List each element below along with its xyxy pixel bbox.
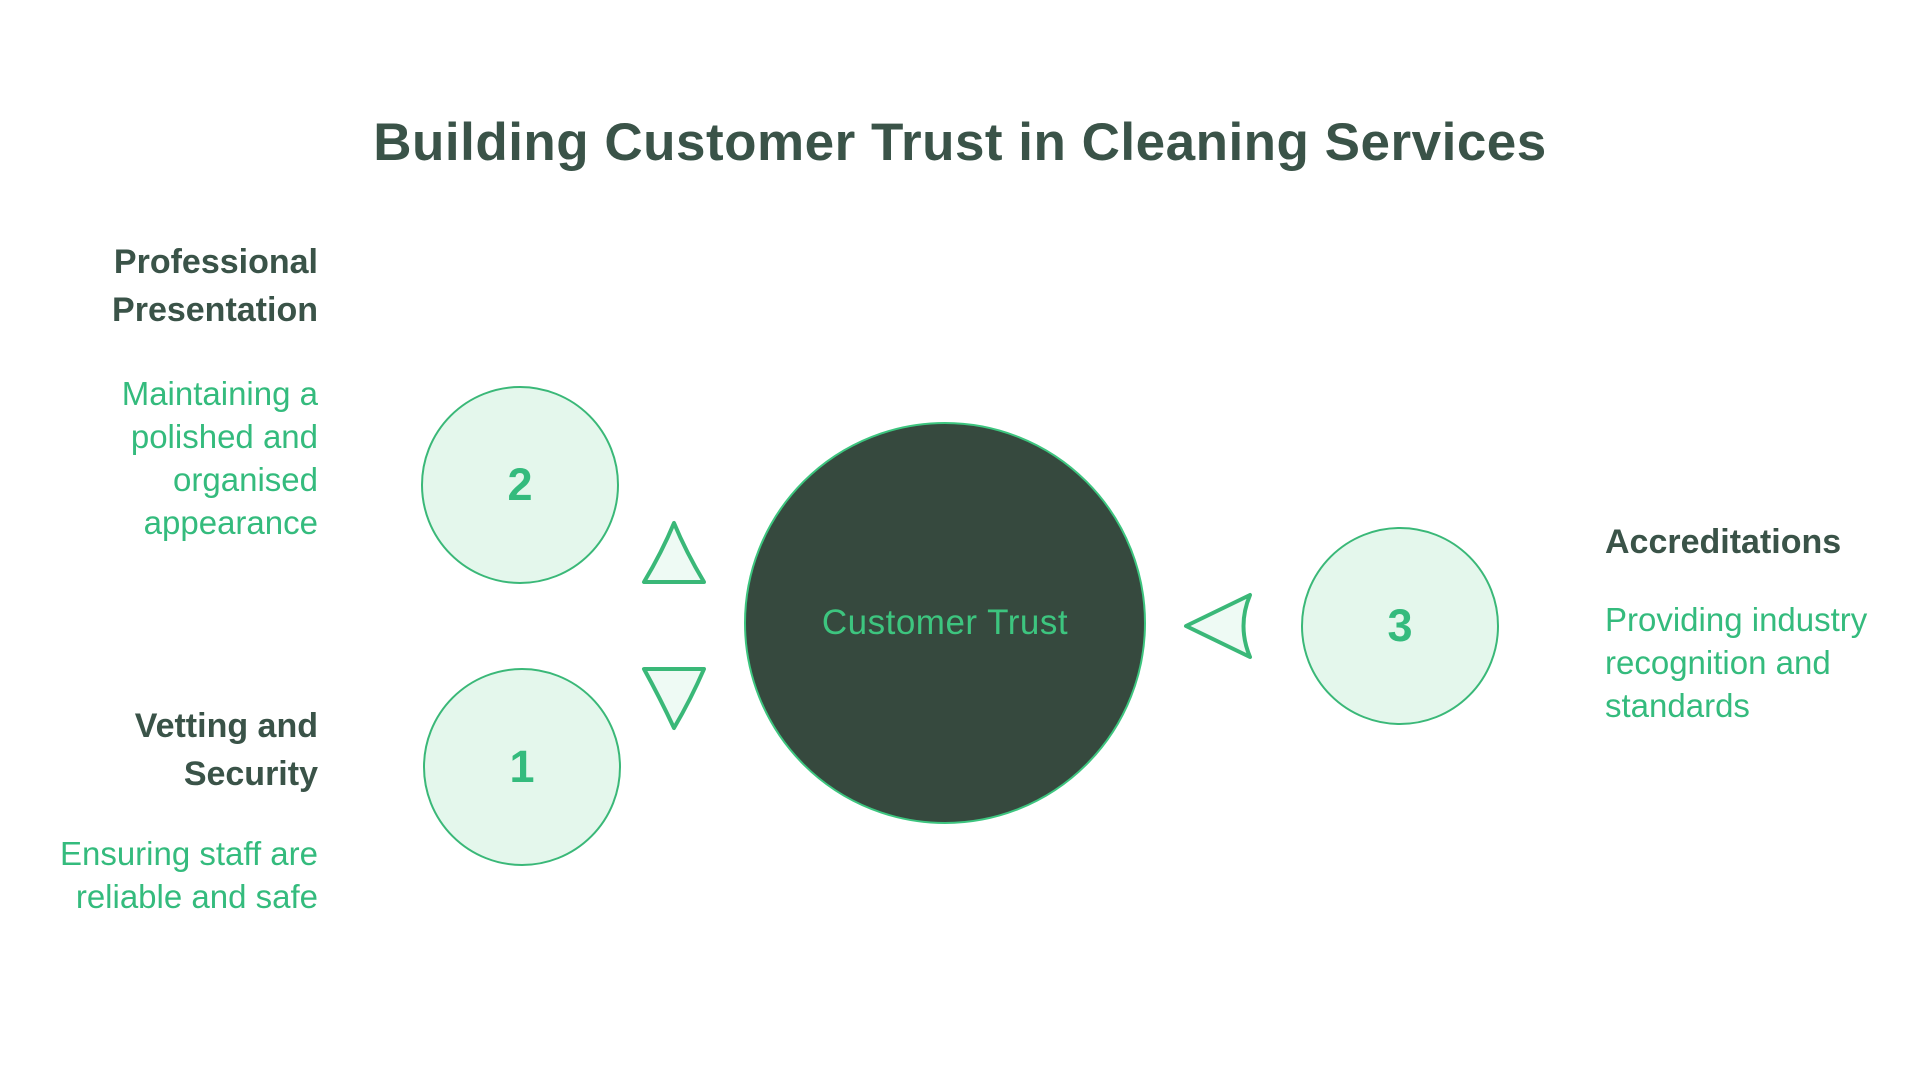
triangle-up-icon [639, 519, 709, 587]
item-1-heading: Vetting and Security [134, 707, 318, 793]
item-2-description: Maintaining a polished and organised app… [121, 375, 318, 541]
center-circle: Customer Trust [744, 422, 1146, 824]
center-label: Customer Trust [821, 603, 1069, 642]
step-circle-2: 2 [421, 386, 619, 584]
page-title: Building Customer Trust in Cleaning Serv… [373, 113, 1547, 172]
step-number-3: 3 [1387, 600, 1413, 651]
step-number-2: 2 [507, 459, 533, 510]
item-3-heading: Accreditations [1605, 523, 1842, 561]
item-3-description: Providing industry recognition and stand… [1605, 601, 1868, 724]
step-circle-1: 1 [423, 668, 621, 866]
step-circle-3: 3 [1301, 527, 1499, 725]
triangle-down-icon [639, 664, 709, 733]
triangle-left-icon [1182, 591, 1256, 661]
item-1-description: Ensuring staff are reliable and safe [59, 835, 318, 915]
item-2-heading: Professional Presentation [112, 243, 318, 329]
step-number-1: 1 [509, 741, 535, 792]
